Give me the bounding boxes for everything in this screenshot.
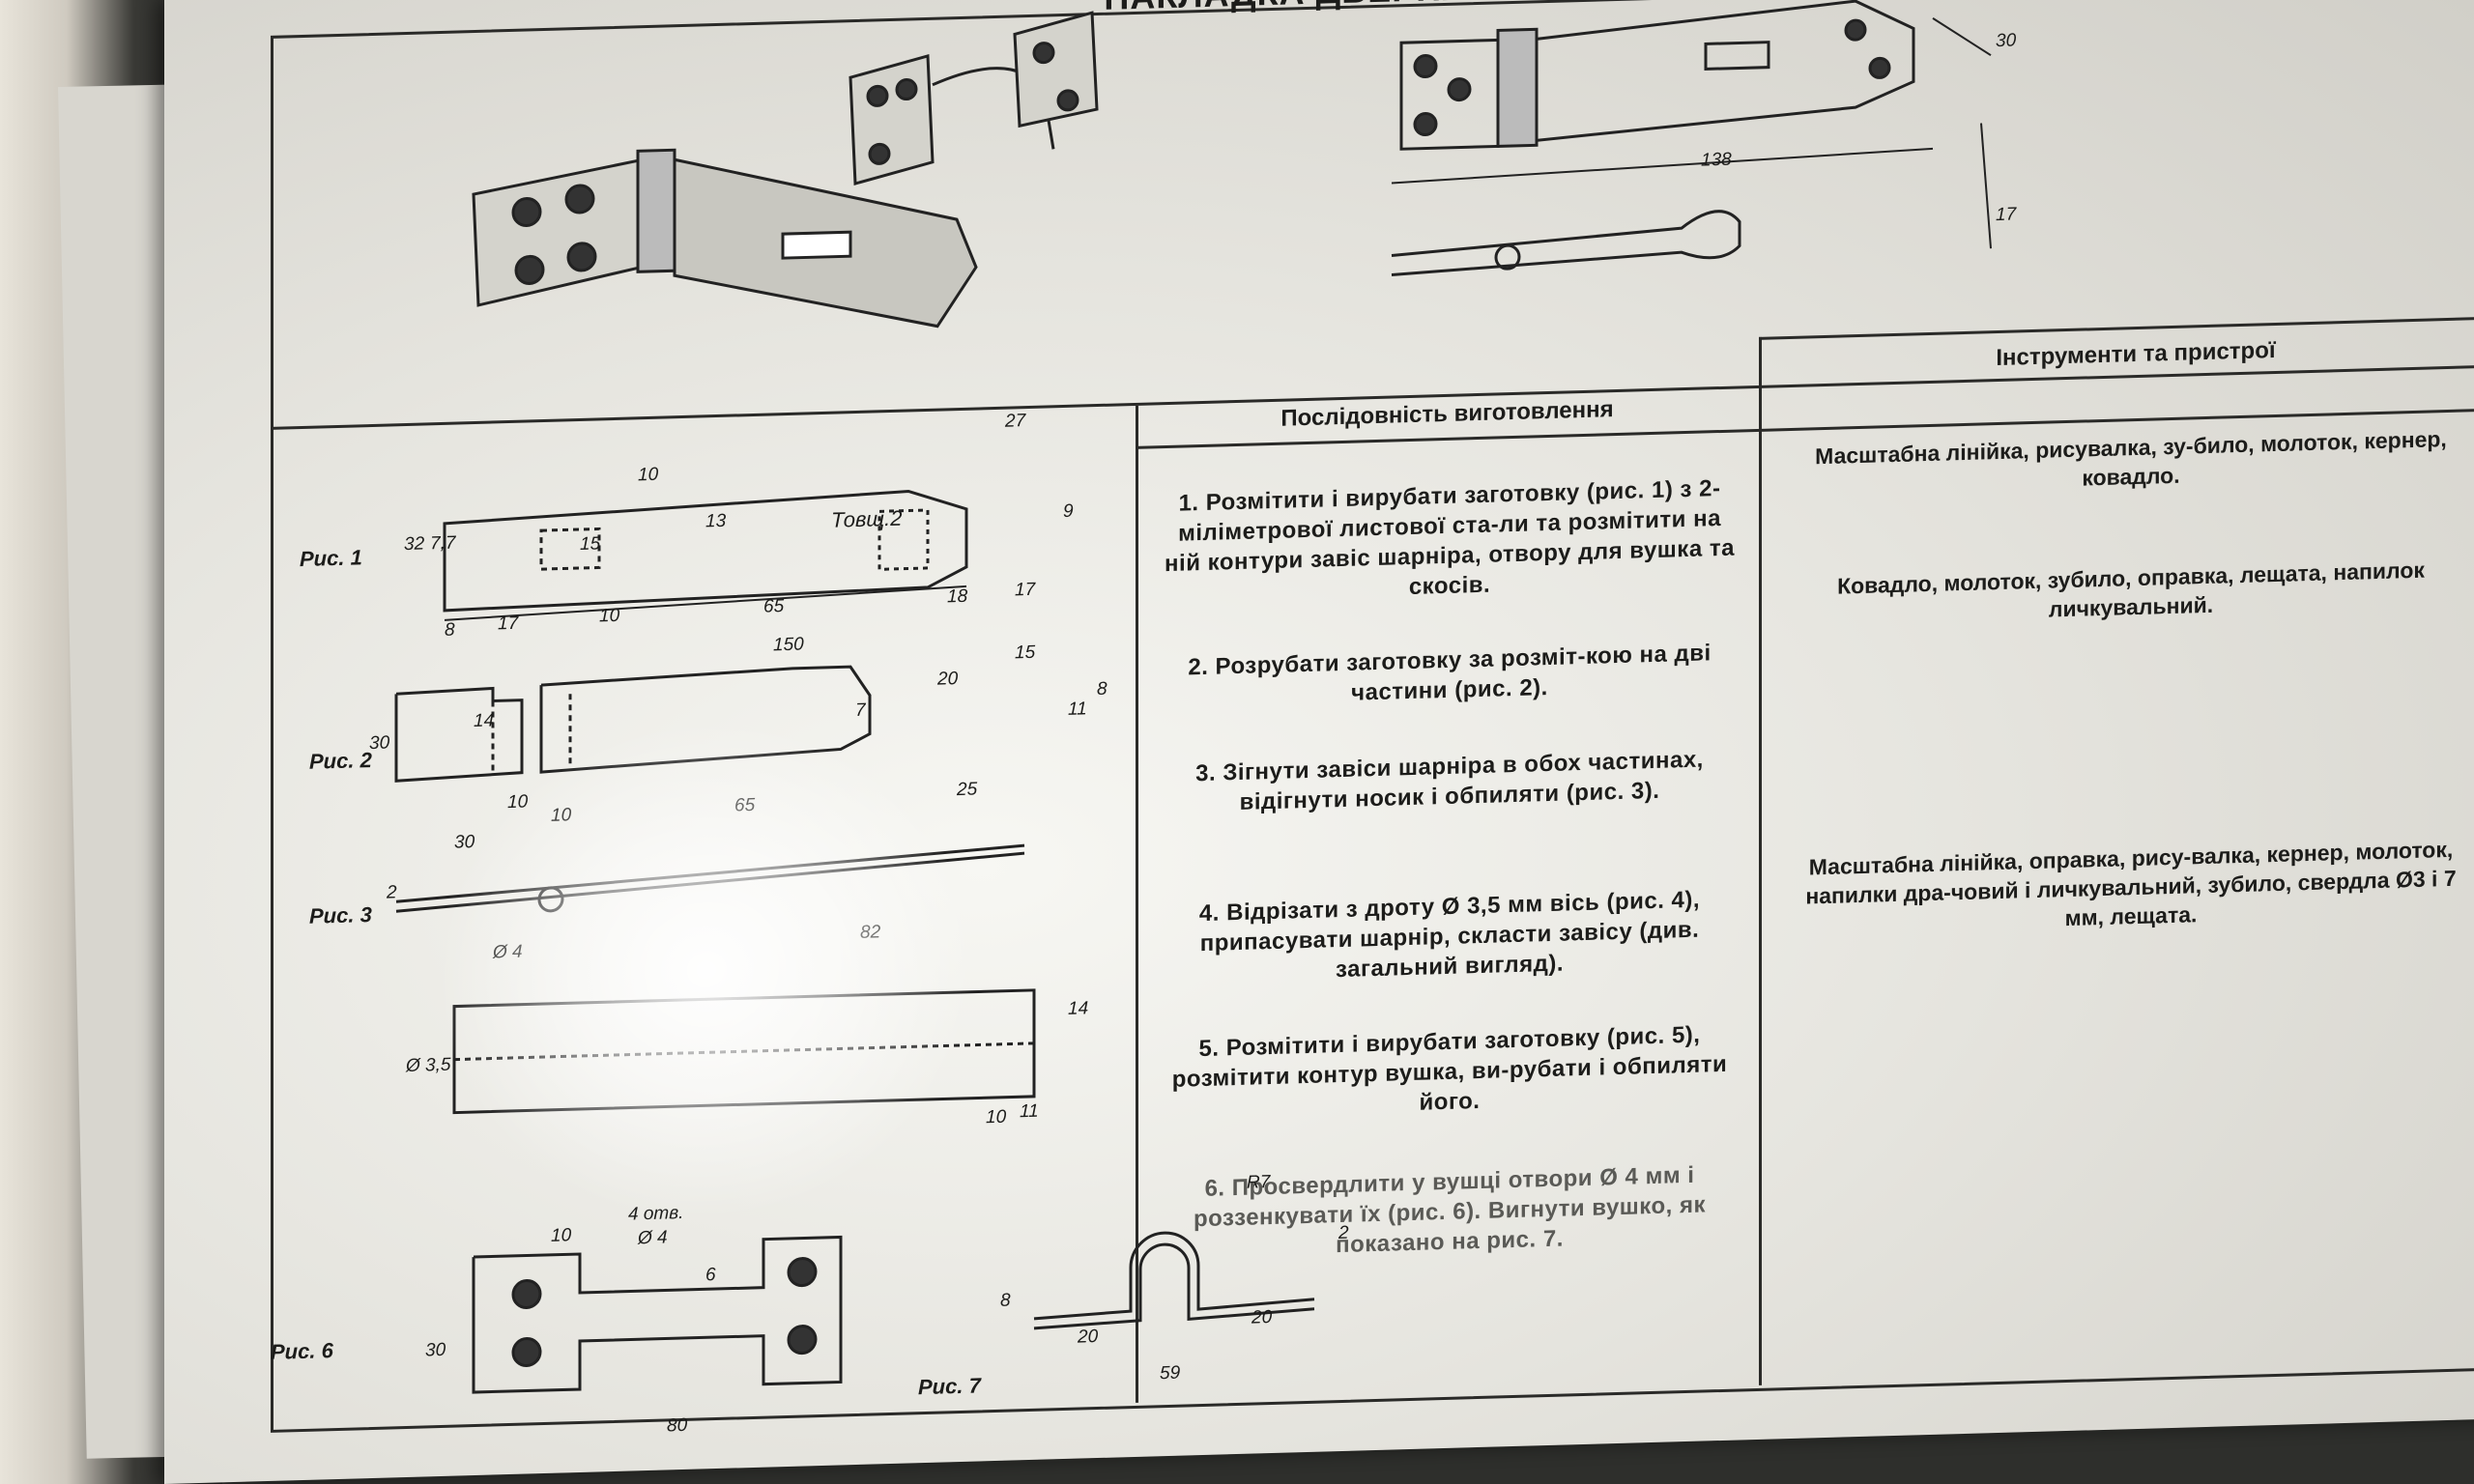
dim-f4-10: 10 bbox=[986, 1106, 1007, 1128]
dim-f6-6: 6 bbox=[705, 1265, 716, 1286]
poster: НАКЛАДКА ДВЕРНА ІЗ ЗАВІСОЮ Послідовність… bbox=[164, 0, 2474, 1484]
dim-f1-32: 32 bbox=[404, 533, 425, 556]
dim-f4-82: 82 bbox=[860, 922, 881, 943]
dim-f3-d4: Ø 4 bbox=[493, 941, 523, 963]
fig1-thickness: Товщ.2 bbox=[831, 505, 903, 532]
dim-f1-65: 65 bbox=[763, 596, 785, 617]
dim-f4-14: 14 bbox=[1068, 998, 1089, 1019]
dim-f1-15: 15 bbox=[580, 533, 601, 555]
dim-f6-d4: Ø 4 bbox=[638, 1227, 668, 1249]
dim-f6-holes: 4 отв. bbox=[628, 1202, 684, 1225]
step-5: 5. Розмітити і вирубати заготовку (рис. … bbox=[1171, 1021, 1728, 1116]
dim-f2-10b: 10 bbox=[551, 805, 572, 826]
dim-f2-7: 7 bbox=[855, 699, 866, 722]
fig3-label: Рис. 3 bbox=[309, 901, 372, 928]
fig3-bent-drawing bbox=[396, 825, 1073, 941]
fig6-label: Рис. 6 bbox=[271, 1338, 333, 1364]
dim-f1-8: 8 bbox=[445, 619, 455, 641]
dim-f6-30: 30 bbox=[425, 1339, 446, 1361]
dim-f2-65: 65 bbox=[734, 794, 756, 816]
dim-f7-2: 2 bbox=[1338, 1222, 1349, 1244]
step-4: 4. Відрізати з дроту Ø 3,5 мм вісь (рис.… bbox=[1198, 886, 1701, 984]
dim-f2-20: 20 bbox=[937, 669, 959, 690]
fig1-blank-drawing bbox=[425, 460, 1005, 631]
dim-f6-80: 80 bbox=[667, 1414, 688, 1437]
dim-f1-9: 9 bbox=[1063, 500, 1074, 523]
dim-f4-11: 11 bbox=[1020, 1100, 1039, 1123]
divider-col2 bbox=[1759, 336, 1762, 1385]
dim-f7-r7: R7 bbox=[1247, 1172, 1271, 1193]
fig7-label: Рис. 7 bbox=[918, 1373, 981, 1400]
fig1-label: Рис. 1 bbox=[300, 545, 362, 572]
dim-f1-17a: 17 bbox=[498, 613, 519, 635]
dim-f2-15: 15 bbox=[1015, 642, 1036, 664]
dim-f7-59: 59 bbox=[1160, 1362, 1181, 1384]
dim-f3-2: 2 bbox=[387, 882, 397, 903]
dim-f2-10a: 10 bbox=[507, 791, 529, 813]
dim-f2-30: 30 bbox=[369, 732, 390, 755]
dim-f4-35: Ø 3,5 bbox=[406, 1054, 451, 1077]
dim-f7-20b: 20 bbox=[1251, 1306, 1273, 1328]
dim-f1-27: 27 bbox=[1005, 411, 1026, 432]
dim-top-17: 17 bbox=[1996, 204, 2017, 226]
dim-top-30: 30 bbox=[1996, 30, 2017, 52]
dim-f7-20a: 20 bbox=[1078, 1327, 1099, 1348]
hasp-isometric-drawing bbox=[474, 70, 1131, 378]
dim-f2-14: 14 bbox=[474, 710, 495, 732]
dim-f1-17b: 17 bbox=[1015, 579, 1036, 601]
dim-f1-77: 7,7 bbox=[430, 532, 456, 555]
dim-f1-10b: 10 bbox=[599, 605, 620, 627]
dim-f1-18: 18 bbox=[947, 585, 968, 608]
fig6-eye-drawing bbox=[454, 1225, 918, 1412]
dim-f1-13: 13 bbox=[705, 510, 727, 532]
dim-f6-10: 10 bbox=[551, 1225, 572, 1246]
fig7-bent-eye-drawing bbox=[1024, 1203, 1372, 1348]
fig5-blank-drawing bbox=[435, 950, 1111, 1162]
hasp-orthographic-drawing bbox=[1392, 0, 2165, 314]
dim-f2-11: 11 bbox=[1068, 699, 1087, 720]
fig2-split-drawing bbox=[387, 650, 1082, 814]
dim-f1-150: 150 bbox=[773, 634, 804, 656]
dim-top-138: 138 bbox=[1701, 149, 1732, 171]
fig2-label: Рис. 2 bbox=[309, 747, 372, 774]
dim-f2-8: 8 bbox=[1097, 678, 1108, 700]
dim-f1-10: 10 bbox=[638, 464, 659, 486]
dim-f7-8: 8 bbox=[1000, 1290, 1011, 1311]
step-1: 1. Розмітити і вирубати заготовку (рис. … bbox=[1165, 475, 1735, 601]
dim-f2-25: 25 bbox=[957, 779, 978, 801]
